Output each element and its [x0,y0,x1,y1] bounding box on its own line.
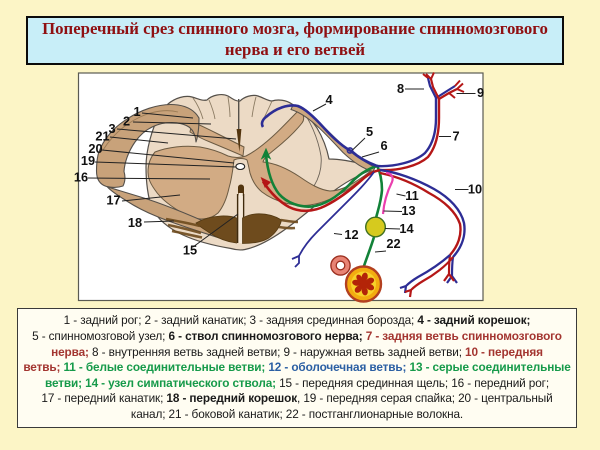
svg-text:15: 15 [183,243,197,258]
svg-text:20: 20 [88,141,102,156]
svg-text:12: 12 [344,227,358,242]
svg-text:5: 5 [366,124,373,139]
svg-text:19: 19 [81,153,95,168]
svg-text:8: 8 [397,81,404,96]
svg-text:4: 4 [325,92,333,107]
svg-text:14: 14 [399,221,414,236]
svg-text:17: 17 [106,193,120,208]
svg-text:13: 13 [401,203,415,218]
svg-text:1: 1 [133,104,140,119]
svg-text:2: 2 [123,114,130,129]
svg-text:18: 18 [128,215,142,230]
svg-text:22: 22 [386,236,400,251]
svg-text:7: 7 [452,129,459,144]
svg-text:9: 9 [477,85,484,100]
svg-text:3: 3 [108,121,115,136]
svg-text:10: 10 [468,182,482,197]
svg-text:11: 11 [405,188,419,203]
svg-text:16: 16 [74,170,88,185]
svg-text:6: 6 [380,138,387,153]
svg-text:21: 21 [95,129,109,144]
